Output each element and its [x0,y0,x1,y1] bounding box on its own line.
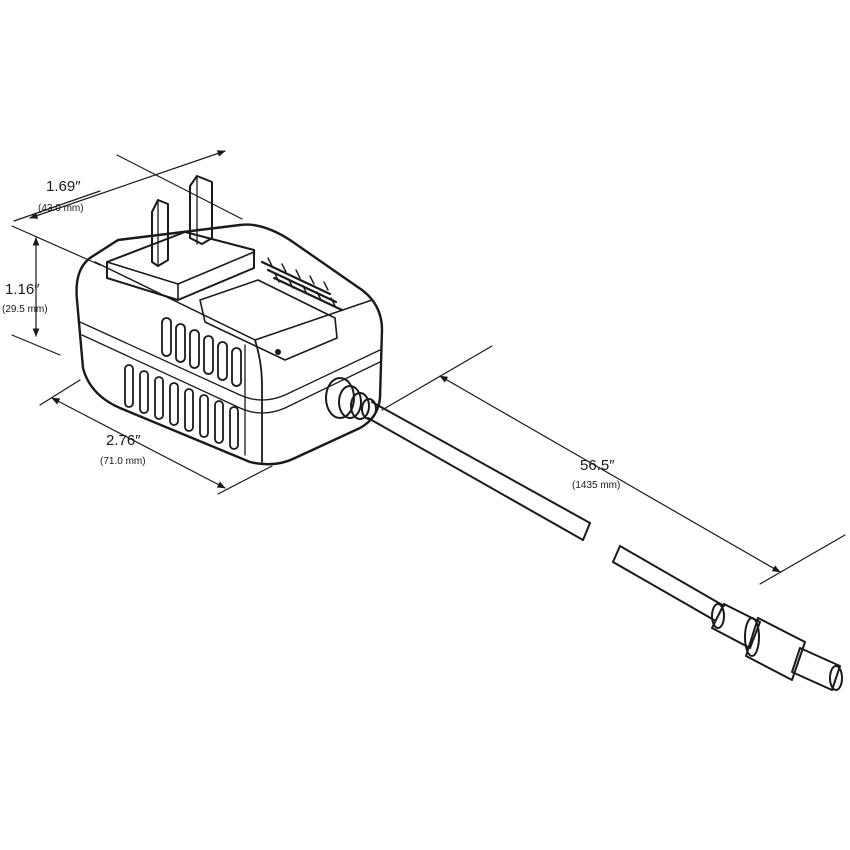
front-vents [124,364,239,450]
top-vents [260,257,344,312]
length-mm-label: (71.0 mm) [100,456,146,467]
led-indicator [275,349,281,355]
cord-mm-label: (1435 mm) [572,480,620,491]
side-top-vents [161,317,242,387]
strain-relief [325,377,377,420]
dc-barrel-connector [711,603,843,691]
height-inches-label: 1.16″ [5,281,40,298]
power-cord [367,401,725,621]
dimension-height [11,225,101,356]
dimension-width [13,150,243,222]
height-mm-label: (29.5 mm) [2,304,48,315]
width-mm-label: (43.0 mm) [38,203,84,214]
dimension-cord [381,345,846,585]
cord-inches-label: 56.5″ [580,457,615,474]
dimension-length [39,379,273,495]
adapter-body [75,223,384,466]
width-inches-label: 1.69″ [46,178,81,195]
length-inches-label: 2.76″ [106,432,141,449]
